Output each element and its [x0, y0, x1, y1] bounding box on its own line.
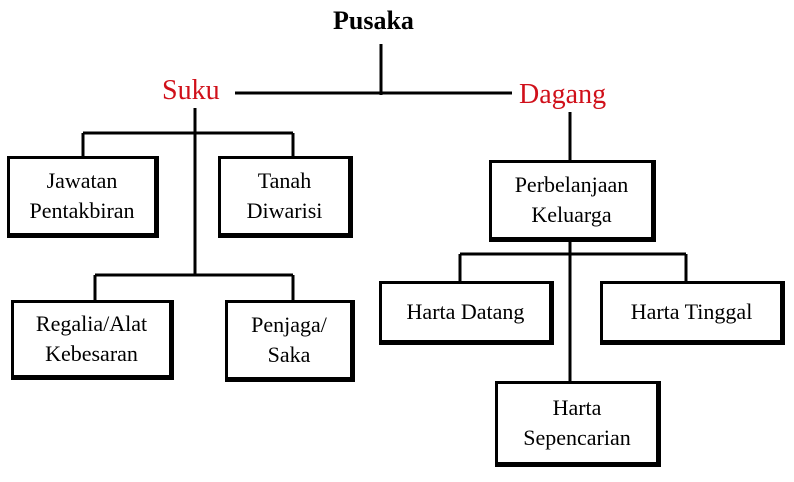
node-line: Perbelanjaan — [514, 172, 629, 197]
branch-suku: Suku — [162, 75, 220, 107]
node-line: Keluarga — [531, 202, 612, 227]
node-line: Penjaga/ — [251, 312, 327, 337]
node-harta-tinggal: Harta Tinggal — [600, 281, 785, 345]
node-line: Tanah — [257, 168, 312, 193]
node-line: Jawatan — [46, 168, 118, 193]
node-line: Harta Datang — [406, 299, 525, 324]
branch-dagang: Dagang — [519, 79, 607, 111]
node-line: Sepencarian — [523, 425, 631, 450]
node-line: Harta Tinggal — [630, 299, 753, 324]
node-penjaga-saka: Penjaga/Saka — [225, 300, 355, 382]
node-line: Pentakbiran — [29, 198, 135, 223]
node-line: Kebesaran — [45, 341, 138, 366]
node-line: Saka — [267, 342, 311, 367]
node-line: Regalia/Alat — [35, 311, 148, 336]
node-line: Diwarisi — [246, 198, 323, 223]
node-line: Harta — [552, 395, 602, 420]
node-harta-datang: Harta Datang — [379, 281, 554, 345]
root-title: Pusaka — [333, 6, 414, 35]
